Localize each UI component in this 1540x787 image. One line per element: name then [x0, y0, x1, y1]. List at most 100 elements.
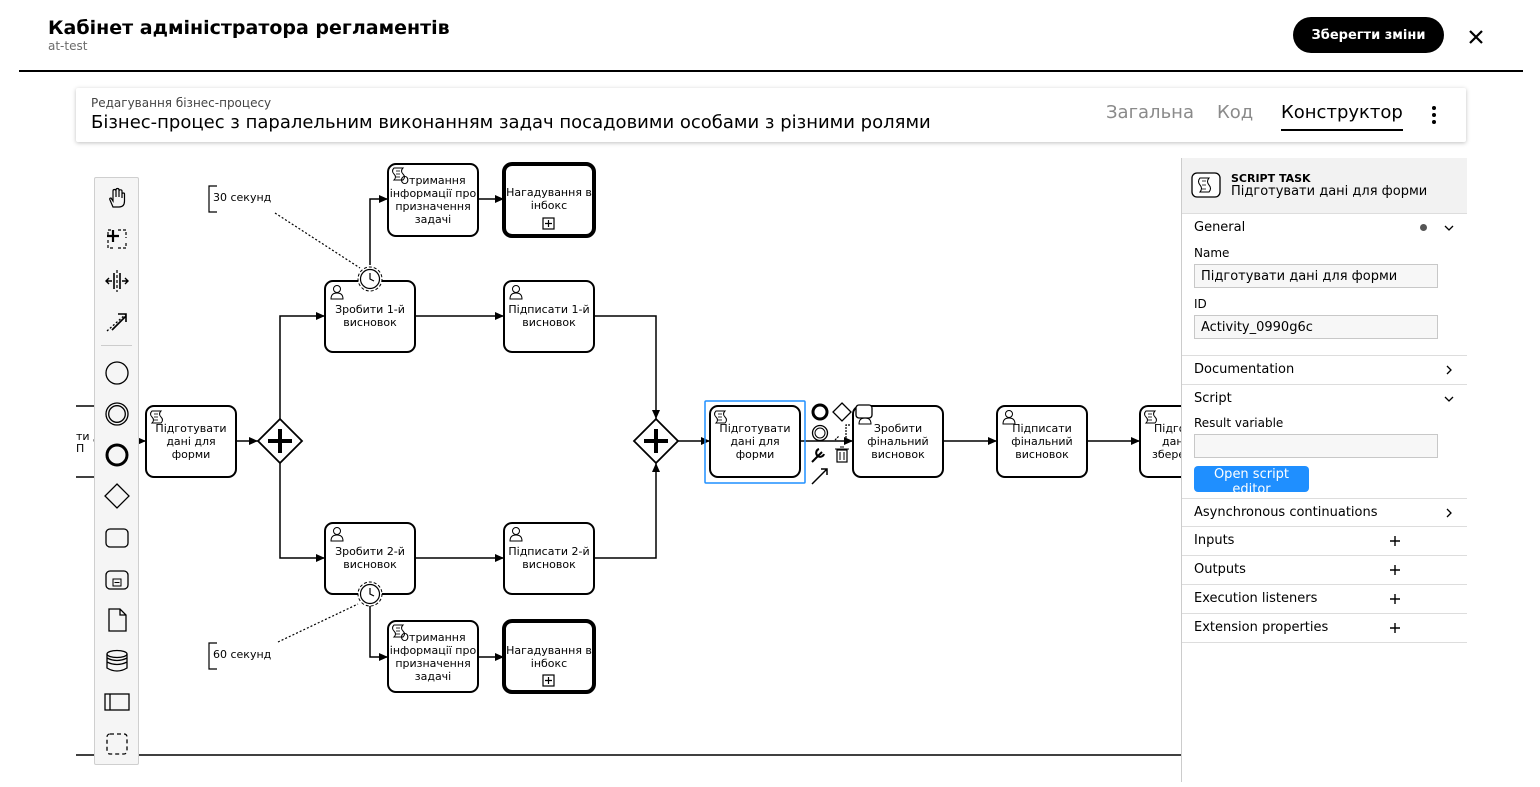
space-tool-icon[interactable]	[95, 264, 138, 298]
task-do-conclusion-1[interactable]: Зробити 1-й висновок	[324, 280, 416, 353]
intermediate-event-icon[interactable]	[95, 397, 138, 431]
task-prepare-data-selected[interactable]: Підготувати дані для форми	[704, 400, 806, 484]
end-event-icon[interactable]	[95, 438, 138, 472]
svg-text:фінальний: фінальний	[1011, 435, 1072, 448]
append-end-event-icon[interactable]	[811, 403, 829, 421]
element-name: Підготувати дані для форми	[1231, 184, 1428, 199]
group-script[interactable]: Script	[1182, 384, 1467, 413]
chevron-right-icon[interactable]	[1443, 505, 1455, 523]
close-icon[interactable]	[1464, 25, 1488, 49]
svg-text:інформації про: інформації про	[390, 644, 477, 657]
svg-text:фінальний: фінальний	[867, 435, 928, 448]
task-prepare-data-1[interactable]: Підготувати дані для форми	[145, 405, 237, 478]
append-gateway-icon[interactable]	[832, 402, 852, 422]
task-assignment-info-2[interactable]: Отримання інформації про призначення зад…	[387, 620, 479, 693]
tab-general[interactable]: Загальна	[1106, 102, 1194, 123]
svg-text:Підписати 2-й: Підписати 2-й	[508, 545, 589, 558]
svg-text:призначення: призначення	[395, 657, 470, 670]
tab-constructor[interactable]: Конструктор	[1281, 102, 1403, 131]
add-input-plus-icon[interactable]	[1389, 533, 1401, 551]
svg-text:Підписати: Підписати	[1012, 422, 1072, 435]
group-general[interactable]: General	[1182, 214, 1467, 242]
name-label: Name	[1194, 246, 1230, 260]
parallel-gateway-split[interactable]	[256, 417, 304, 465]
svg-text:Отримання: Отримання	[400, 631, 465, 644]
append-task-icon[interactable]	[855, 404, 873, 419]
svg-text:задачі: задачі	[415, 670, 452, 683]
task-sign-conclusion-2[interactable]: Підписати 2-й висновок	[503, 522, 595, 595]
timer-annotation-30[interactable]: 30 секунд	[208, 185, 361, 269]
add-output-plus-icon[interactable]	[1389, 562, 1401, 580]
bpmn-diagram[interactable]: ти д П 30 секунд 60 секунд Підготувати	[0, 0, 1231, 782]
svg-text:30 секунд: 30 секунд	[213, 191, 272, 204]
svg-text:Зробити 2-й: Зробити 2-й	[335, 545, 405, 558]
app-header: Кабінет адміністратора регламентів at-te…	[0, 0, 1540, 72]
svg-text:інбокс: інбокс	[531, 199, 567, 212]
task-do-conclusion-2[interactable]: Зробити 2-й висновок	[324, 522, 416, 595]
delete-trash-icon[interactable]	[835, 446, 849, 463]
pool-icon[interactable]	[95, 685, 138, 719]
diagram-canvas[interactable]: ти д П 30 секунд 60 секунд Підготувати	[0, 0, 1231, 782]
task-icon[interactable]	[95, 521, 138, 555]
add-extension-plus-icon[interactable]	[1389, 620, 1401, 638]
svg-text:Нагадування в: Нагадування в	[506, 644, 592, 657]
sequence-flows	[137, 195, 1140, 661]
svg-text:форми: форми	[736, 448, 775, 461]
task-sign-final-conclusion[interactable]: Підписати фінальний висновок	[996, 405, 1088, 478]
svg-text:висновок: висновок	[343, 558, 397, 571]
result-variable-input[interactable]	[1194, 434, 1438, 458]
change-type-wrench-icon[interactable]	[811, 448, 825, 463]
more-options-icon[interactable]	[1426, 102, 1442, 128]
start-event-icon[interactable]	[95, 356, 138, 390]
subprocess-icon[interactable]	[95, 563, 138, 597]
svg-text:Зробити 1-й: Зробити 1-й	[335, 303, 405, 316]
global-connect-tool-icon[interactable]	[95, 304, 138, 338]
svg-text:Отримання: Отримання	[400, 174, 465, 187]
process-title: Бізнес-процес з паралельним виконанням з…	[91, 112, 931, 133]
data-object-icon[interactable]	[95, 603, 138, 637]
group-inputs[interactable]: Inputs	[1182, 526, 1467, 555]
name-input[interactable]: Підготувати дані для форми	[1194, 264, 1438, 288]
context-pad[interactable]	[811, 402, 873, 485]
append-intermediate-event-icon[interactable]	[811, 424, 829, 442]
chevron-right-icon[interactable]	[1443, 362, 1455, 380]
group-extension-properties[interactable]: Extension properties	[1182, 613, 1467, 643]
app-title: Кабінет адміністратора регламентів	[48, 17, 450, 39]
group-execution-listeners[interactable]: Execution listeners	[1182, 584, 1467, 613]
changed-dot-icon	[1420, 224, 1427, 231]
task-partial-right[interactable]: Підго дан збере	[1139, 405, 1231, 478]
result-variable-label: Result variable	[1194, 416, 1284, 430]
chevron-down-icon[interactable]	[1443, 220, 1455, 238]
group-async[interactable]: Asynchronous continuations	[1182, 498, 1467, 527]
chevron-down-icon[interactable]	[1443, 391, 1455, 409]
group-icon[interactable]	[95, 727, 138, 761]
group-outputs[interactable]: Outputs	[1182, 555, 1467, 584]
append-text-annotation-icon[interactable]	[834, 424, 850, 442]
tab-code[interactable]: Код	[1217, 102, 1254, 123]
hand-tool-icon[interactable]	[95, 181, 138, 215]
gateway-icon[interactable]	[95, 479, 138, 513]
task-assignment-info-1[interactable]: Отримання інформації про призначення зад…	[387, 163, 479, 237]
save-changes-button[interactable]: Зберегти зміни	[1293, 17, 1444, 53]
subprocess-reminder-2[interactable]: Нагадування в інбокс	[502, 619, 596, 694]
timer-annotation-60[interactable]: 60 секунд	[208, 603, 359, 670]
id-input[interactable]: Activity_0990g6c	[1194, 315, 1438, 339]
svg-text:Нагадування в: Нагадування в	[506, 186, 592, 199]
svg-text:форми: форми	[172, 448, 211, 461]
subprocess-reminder-1[interactable]: Нагадування в інбокс	[502, 162, 596, 238]
boundary-timer-1[interactable]	[357, 266, 383, 292]
tool-palette	[94, 177, 139, 765]
data-store-icon[interactable]	[95, 644, 138, 678]
add-listener-plus-icon[interactable]	[1389, 591, 1401, 609]
boundary-timer-2[interactable]	[357, 581, 383, 607]
parallel-gateway-join[interactable]	[632, 417, 680, 465]
properties-panel: SCRIPT TASK Підготувати дані для форми G…	[1181, 158, 1467, 782]
lasso-tool-icon[interactable]	[95, 222, 138, 256]
group-documentation[interactable]: Documentation	[1182, 355, 1467, 384]
process-header-card: Редагування бізнес-процесу Бізнес-процес…	[76, 88, 1466, 142]
task-sign-conclusion-1[interactable]: Підписати 1-й висновок	[503, 280, 595, 353]
open-script-editor-button[interactable]: Open script editor	[1194, 466, 1309, 497]
connect-arrow-icon[interactable]	[811, 468, 828, 485]
svg-text:призначення: призначення	[395, 200, 470, 213]
task-do-final-conclusion[interactable]: Зробити фінальний висновок	[852, 405, 944, 478]
